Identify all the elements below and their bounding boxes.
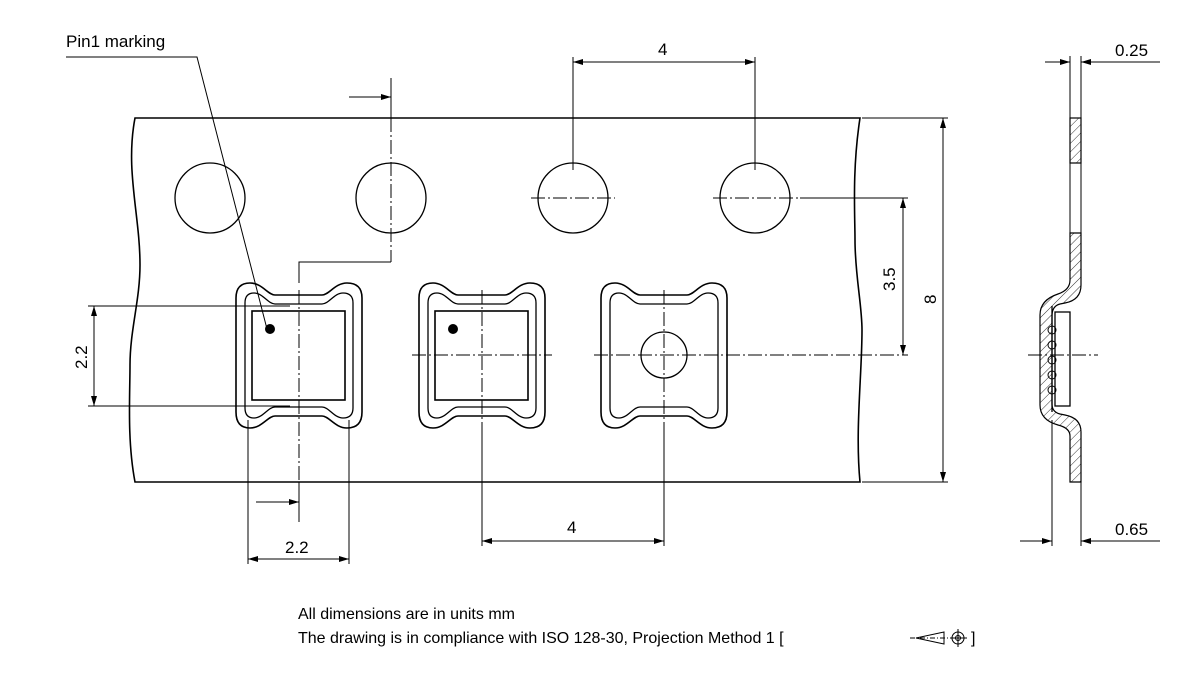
dim-pitch-top: 4: [572, 40, 756, 170]
projection-method-icon: [910, 629, 967, 647]
side-section-view: [1028, 117, 1098, 483]
note-units: All dimensions are in units mm: [298, 606, 515, 623]
sprocket-hole: [174, 162, 246, 234]
dim-pocket-width-label: 2.2: [285, 538, 309, 557]
dim-pitch-top-label: 4: [658, 40, 667, 59]
dim-thickness-top: 0.25: [1045, 41, 1160, 118]
dim-thickness-bottom: 0.65: [1020, 420, 1160, 546]
note-iso-end: ]: [971, 630, 975, 647]
reference-lines: [256, 78, 392, 522]
dim-thickness-top-label: 0.25: [1115, 41, 1148, 60]
pin1-leader: Pin1 marking: [66, 32, 268, 330]
pocket-3: [594, 282, 908, 429]
dim-pitch-bottom: 4: [481, 425, 665, 546]
dim-pocket-width: 2.2: [247, 420, 350, 564]
notes: All dimensions are in units mm The drawi…: [298, 606, 975, 647]
pocket-1: [235, 282, 363, 429]
dim-pitch-bottom-label: 4: [567, 518, 576, 537]
tape-outline: [128, 117, 863, 483]
dim-thickness-bottom-label: 0.65: [1115, 520, 1148, 539]
dim-tape-width: 8: [862, 117, 948, 483]
pin1-dot: [448, 324, 458, 334]
pocket-2: [412, 282, 552, 429]
dim-hole-to-pocket: 3.5: [800, 197, 908, 355]
note-iso: The drawing is in compliance with ISO 12…: [298, 630, 784, 647]
dim-pocket-height: 2.2: [72, 305, 290, 407]
dim-tape-width-label: 8: [921, 295, 940, 304]
dim-pocket-height-label: 2.2: [72, 345, 91, 369]
sprocket-holes: [174, 162, 800, 234]
dim-hole-to-pocket-label: 3.5: [880, 267, 899, 291]
pin1-dot: [265, 324, 275, 334]
pin1-marking-label: Pin1 marking: [66, 32, 165, 51]
